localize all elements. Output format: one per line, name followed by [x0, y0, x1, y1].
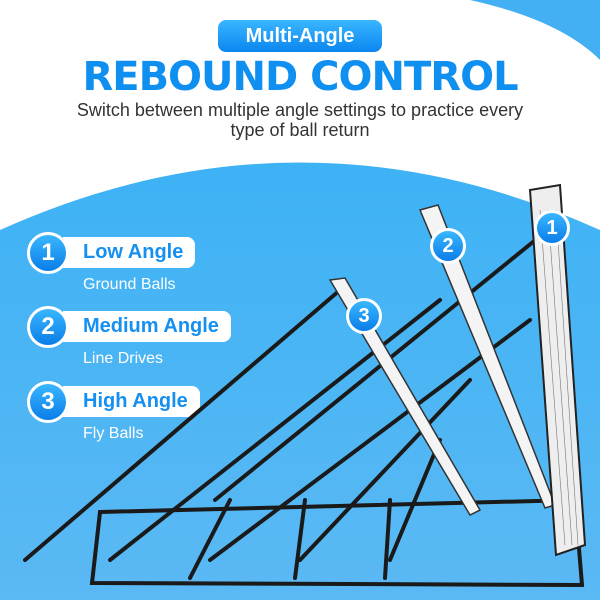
- multi-angle-badge: Multi-Angle: [218, 20, 382, 52]
- angle-description: Fly Balls: [83, 425, 144, 442]
- number-badge: 3: [27, 381, 69, 423]
- angle-label: Low Angle: [63, 237, 196, 268]
- product-badge-3: 3: [346, 298, 382, 334]
- headline: REBOUND CONTROL: [82, 54, 518, 100]
- net-low: [528, 183, 587, 557]
- angle-label: High Angle: [63, 386, 200, 417]
- blue-corner-shape: [470, 0, 600, 60]
- number-badge: 2: [27, 306, 69, 348]
- number-badge: 1: [27, 232, 69, 274]
- angle-description: Line Drives: [83, 350, 164, 367]
- net-high: [328, 277, 482, 516]
- angle-description: Ground Balls: [83, 276, 176, 293]
- angle-label: Medium Angle: [63, 311, 231, 342]
- base-frame: [89, 497, 585, 588]
- product-badge-1: 1: [534, 210, 570, 246]
- product-badge-2: 2: [430, 228, 466, 264]
- subtitle: Switch between multiple angle settings t…: [76, 100, 524, 140]
